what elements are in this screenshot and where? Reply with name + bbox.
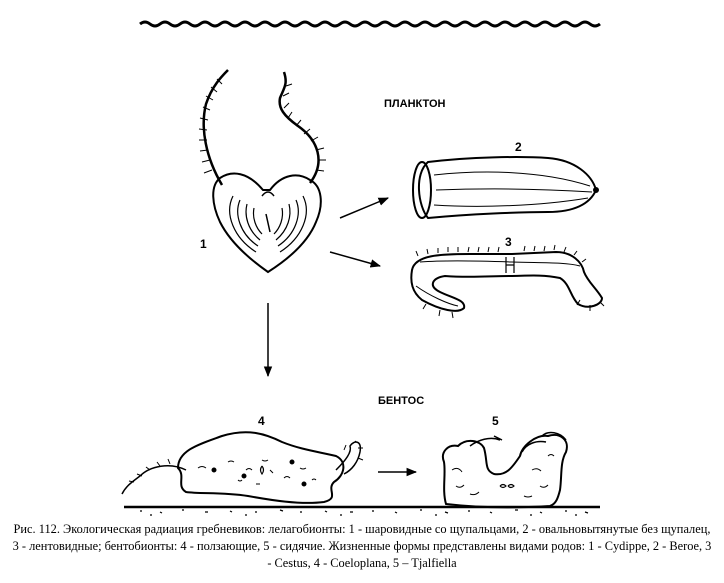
cydippe-figure: [198, 69, 326, 274]
tjalfiella-figure: [442, 431, 568, 509]
water-surface-line: [139, 20, 601, 28]
figure-caption: Рис. 112. Экологическая радиация гребнев…: [12, 522, 712, 570]
label-1: 1: [200, 237, 207, 251]
plankton-label: ПЛАНКТОН: [384, 98, 446, 110]
label-2: 2: [515, 140, 522, 154]
arrow-to-2: [339, 197, 389, 219]
arrow-to-3: [329, 251, 382, 268]
benthos-label: БЕНТОС: [378, 395, 424, 407]
label-4: 4: [258, 414, 265, 428]
sea-floor: [124, 505, 600, 516]
label-5: 5: [492, 414, 499, 428]
beroe-figure: [412, 156, 599, 220]
ctenophore-diagram: ПЛАНКТОН БЕНТОС 1 2 3: [121, 20, 605, 516]
cestus-figure: [410, 244, 605, 319]
label-3: 3: [505, 235, 512, 249]
coeloplana-figure: [121, 431, 364, 504]
